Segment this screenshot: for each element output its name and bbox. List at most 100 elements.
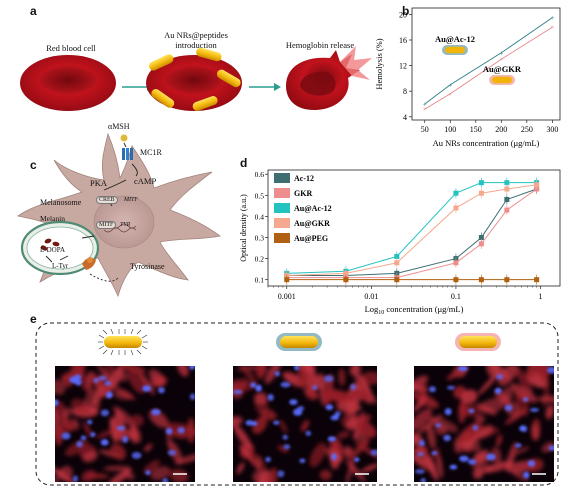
chart-d-ytick-label: 0.2 <box>255 255 265 264</box>
rbc-hemoglobin-release <box>286 46 372 110</box>
chart-d-point <box>478 277 484 283</box>
au-gkr-nanorod-icon <box>455 333 501 351</box>
chart-b-ylabel: Hemolysis (%) <box>374 38 384 89</box>
label-red-blood-cell: Red blood cell <box>46 43 96 53</box>
chart-b-annotation-gkr: Au@GKR <box>483 64 522 74</box>
fluorescence-image-au-ac12 <box>233 366 377 482</box>
label-tyr-gene: TYR <box>120 222 131 228</box>
chart-d-ytick-label: 0.1 <box>255 276 265 285</box>
chart-b-point: + <box>499 49 503 57</box>
amsh-ligand-icon <box>120 134 128 142</box>
chart-d-point <box>478 234 484 240</box>
chart-d-point <box>504 277 510 283</box>
fluorescence-image-au-gkr <box>414 366 554 482</box>
red-blood-cell <box>20 55 116 111</box>
chart-b-series-line <box>424 26 553 110</box>
chart-d-point <box>504 186 510 192</box>
au-ac12-nanorod-icon <box>276 333 322 351</box>
chart-d-series-line <box>286 188 537 276</box>
chart-d-xtick-label: 0.001 <box>278 292 296 301</box>
chart-b-ytick-label: 4 <box>403 113 407 122</box>
chart-d-point <box>453 260 459 266</box>
label-creb: CREB <box>96 196 118 204</box>
chart-b-xtick-label: 250 <box>521 125 533 134</box>
chart-d-legend-label: GKR <box>294 189 312 198</box>
rbc-with-nanorods <box>146 47 242 111</box>
chart-d-legend-swatch <box>274 173 290 183</box>
chart-d-point <box>284 277 290 283</box>
label-ldopa: L-DOPA <box>40 246 66 254</box>
label-tyrosinase: Tyrosinase <box>130 262 165 271</box>
chart-d-point <box>343 270 349 276</box>
chart-d-point <box>534 277 540 283</box>
chart-d-point <box>453 190 459 196</box>
chart-d-point <box>478 190 484 196</box>
panel-e-letter: e <box>30 312 37 326</box>
chart-d-ytick-label: 0.6 <box>255 170 265 179</box>
chart-b-ytick-label: 8 <box>403 87 407 96</box>
label-melanosome: Melanosome <box>40 198 82 207</box>
chart-d-series-line <box>286 184 537 276</box>
chart-d-ylabel: Optical density (a.u.) <box>239 194 248 262</box>
chart-d-ytick-label: 0.3 <box>255 233 265 242</box>
chart-b-ytick-label: 20 <box>399 10 407 19</box>
chart-d-point <box>453 277 459 283</box>
chart-d-legend-label: Au@GKR <box>294 219 330 228</box>
chart-b-point: + <box>448 81 452 89</box>
label-nanorod-introduction: Au NRs@peptides introduction <box>164 30 228 50</box>
chart-d-point <box>394 253 400 259</box>
chart-b-ytick-label: 16 <box>399 36 407 45</box>
chart-b-annotation-ac12: Au@Ac-12 <box>435 34 475 44</box>
chart-d-ytick-label: 0.4 <box>255 212 265 221</box>
chart-d-legend-label: Ac-12 <box>294 174 314 183</box>
chart-d-point <box>478 241 484 247</box>
chart-d-ytick-label: 0.5 <box>255 191 265 200</box>
label-mc1r: MC1R <box>140 148 162 157</box>
chart-d-point <box>478 180 484 186</box>
chart-d-series-line <box>286 182 537 274</box>
panel-e-figure <box>35 322 559 486</box>
chart-b-point: × <box>423 106 427 114</box>
chart-d-frame <box>267 169 561 287</box>
panel-d-letter: d <box>240 156 248 170</box>
chart-d-point <box>394 277 400 283</box>
au-peg-nanorod-icon <box>98 328 148 356</box>
label-ltyr: L-Tyr <box>52 262 69 270</box>
chart-d-legend-label: Au@Ac-12 <box>294 204 332 213</box>
chart-d-legend-swatch <box>274 188 290 198</box>
chart-d-legend-label: Au@PEG <box>294 234 328 243</box>
chart-d-point <box>453 205 459 211</box>
chart-b-xtick-label: 200 <box>495 125 507 134</box>
chart-d-point <box>394 260 400 266</box>
chart-b-xlabel: Au NRs concentration (μg/mL) <box>433 138 540 148</box>
panel-a-letter: a <box>30 4 37 18</box>
label-pka: PKA <box>90 178 108 188</box>
chart-b-xtick-label: 50 <box>421 125 429 134</box>
chart-d-xtick-label: 0.1 <box>451 292 461 301</box>
label-mitf: MITF <box>96 221 117 229</box>
chart-d-point <box>504 180 510 186</box>
chart-d-legend-swatch <box>274 233 290 243</box>
label-mitf-gene: MITF <box>124 197 138 203</box>
chart-d-xlabel: Log10 concentration (μg/mL) <box>365 304 464 315</box>
panel-c-figure <box>17 132 221 298</box>
chart-d-legend-swatch <box>274 203 290 213</box>
arrow-2 <box>249 83 281 91</box>
chart-b-xtick-label: 300 <box>546 125 558 134</box>
melanin-granules <box>40 238 60 251</box>
chart-b-point: + <box>423 101 427 109</box>
mc1r-receptor-icon <box>122 148 133 160</box>
chart-b-rod-icon <box>445 46 465 54</box>
chart-d-point <box>534 182 540 188</box>
chart-b-xtick-label: 150 <box>470 125 482 134</box>
chart-d-point <box>504 207 510 213</box>
chart-b-rod-icon <box>492 76 512 84</box>
chart-d-legend-swatch <box>274 218 290 228</box>
label-hemoglobin-release: Hemoglobin release <box>285 40 355 50</box>
chart-d-point <box>504 197 510 203</box>
fluorescence-image-au-peg <box>55 366 195 482</box>
chart-b-point: × <box>448 90 452 98</box>
chart-d-point <box>343 277 349 283</box>
